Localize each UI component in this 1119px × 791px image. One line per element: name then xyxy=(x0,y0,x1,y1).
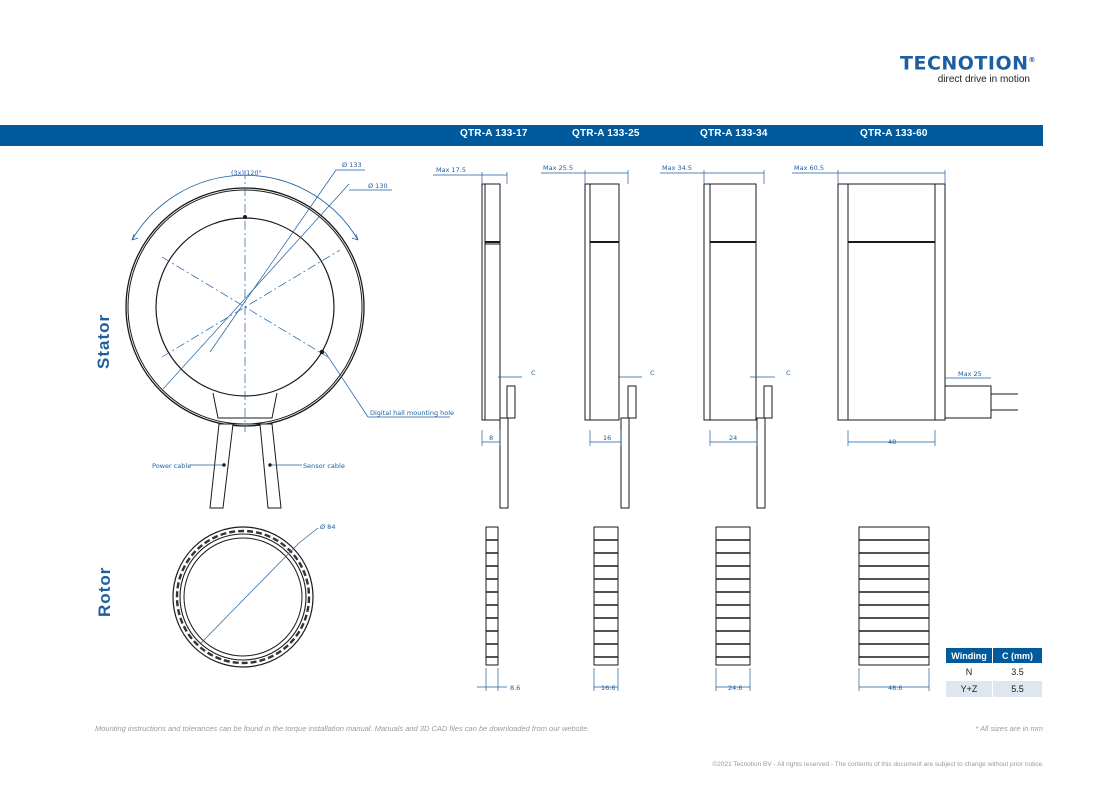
c-label-133-25: C xyxy=(650,369,655,377)
stator-inner-diameter-label: Ø 130 xyxy=(368,182,388,190)
winding-cell: Y+Z xyxy=(945,680,993,698)
power-cable-label: Power cable xyxy=(152,462,191,470)
brand-name: TECNOTION xyxy=(900,52,1029,75)
stator-angle-label: (3x) 120° xyxy=(231,169,262,177)
width-16-label: 16 xyxy=(603,434,611,442)
rotor-diameter-label: Ø 84 xyxy=(320,523,335,531)
rotor-side-view-133-34 xyxy=(715,526,751,666)
width-8-label: 8 xyxy=(489,434,493,442)
registered-mark: ® xyxy=(1028,56,1037,64)
model-label-133-34: QTR-A 133-34 xyxy=(700,128,768,139)
width-24-label: 24 xyxy=(729,434,737,442)
table-row: Y+Z 5.5 xyxy=(945,680,1043,698)
stator-side-view-133-17 xyxy=(481,183,516,509)
c-value-cell: 5.5 xyxy=(992,680,1043,698)
winding-table: Winding C (mm) N 3.5 Y+Z 5.5 xyxy=(945,647,1043,698)
rotor-width-48-6-label: 48.6 xyxy=(888,684,902,692)
c-label-133-17: C xyxy=(531,369,536,377)
width-48-label: 48 xyxy=(888,438,896,446)
model-label-133-17: QTR-A 133-17 xyxy=(460,128,528,139)
max-34-5-label: Max 34.5 xyxy=(662,164,692,172)
max-25-label: Max 25 xyxy=(958,370,982,378)
copyright-notice: ©2021 Tecnotion BV - All rights reserved… xyxy=(712,761,1044,768)
rotor-side-view-133-17 xyxy=(485,526,499,666)
rotor-side-view-133-60 xyxy=(858,526,930,666)
max-17-5-label: Max 17.5 xyxy=(436,166,466,174)
rotor-side-view-133-25 xyxy=(593,526,619,666)
c-label-133-34: C xyxy=(786,369,791,377)
winding-header: Winding xyxy=(945,647,993,664)
rotor-top-view xyxy=(172,526,319,668)
sensor-cable-label: Sensor cable xyxy=(303,462,345,470)
c-value-cell: 3.5 xyxy=(992,663,1043,681)
hall-hole-label: Digital hall mounting hole xyxy=(370,409,454,417)
model-label-133-25: QTR-A 133-25 xyxy=(572,128,640,139)
max-60-5-label: Max 60.5 xyxy=(794,164,824,172)
stator-side-view-133-25 xyxy=(584,183,637,509)
c-mm-header: C (mm) xyxy=(992,647,1043,664)
rotor-width-8-6-label: 8.6 xyxy=(510,684,520,692)
stator-side-view-133-34 xyxy=(703,183,773,509)
brand-logo: TECNOTION® direct drive in motion xyxy=(900,50,1036,86)
max-25-5-label: Max 25.5 xyxy=(543,164,573,172)
stator-outer-diameter-label: Ø 133 xyxy=(342,161,362,169)
stator-side-view-133-60 xyxy=(837,183,1018,421)
model-header-bar: QTR-A 133-17 QTR-A 133-25 QTR-A 133-34 Q… xyxy=(0,125,1043,146)
brand-tagline: direct drive in motion xyxy=(937,74,1030,86)
footer-note: Mounting instructions and tolerances can… xyxy=(95,724,590,733)
model-label-133-60: QTR-A 133-60 xyxy=(860,128,928,139)
winding-cell: N xyxy=(945,663,993,681)
units-note: * All sizes are in mm xyxy=(975,724,1043,733)
rotor-width-24-6-label: 24.6 xyxy=(728,684,742,692)
rotor-width-16-6-label: 16.6 xyxy=(601,684,615,692)
table-row: N 3.5 xyxy=(945,663,1043,681)
